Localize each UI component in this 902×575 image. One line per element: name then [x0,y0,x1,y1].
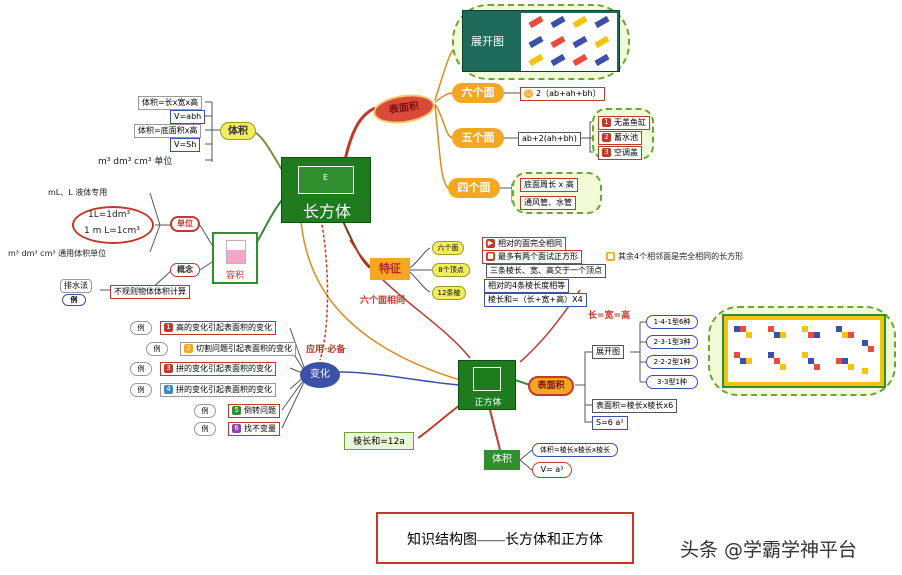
cube-edge-sum[interactable]: 棱长和=12a [344,432,414,450]
title-text: 知识结构图——长方体和正方体 [407,533,603,548]
beaker-icon [226,240,246,264]
net-type-1: 1-4-1型6种 [646,315,698,329]
surface-area-label: 表面积 [388,100,420,117]
features-face-item-1: ▶相对的面完全相同 [482,237,566,251]
six-faces-node[interactable]: 六个面 [452,83,504,103]
cube-surface-node[interactable]: 表面积 [528,376,574,396]
unfold-label: 展开图 [471,35,504,48]
change-label: 变化 [310,369,330,380]
change-example-4: 例 [130,383,152,397]
title-box: 知识结构图——长方体和正方体 [376,512,634,564]
center-label: 长方体 [302,204,351,221]
drain-example: 例 [62,294,86,306]
liquid-units: mL、L 液体专用 [48,188,108,197]
cube-surface-formula-2: S=6 a² [592,416,628,430]
center-node[interactable]: E 长方体 [281,157,371,223]
concept-node[interactable]: 概念 [170,263,200,277]
unfold-node[interactable]: 展开图 [462,10,620,72]
volume-units: m³ dm³ cm³ 单位 [98,157,173,167]
features-node[interactable]: 特征 [370,258,410,280]
features-edges[interactable]: 12条棱 [432,286,466,300]
features-vertices-item: 三条棱长、宽、高交于一个顶点 [486,264,606,278]
cube-volume-formula-1: 体积=棱长x棱长x棱长 [532,443,618,457]
smile-icon: ☺ [524,89,533,98]
cube-unfold-node[interactable]: 展开图 [592,345,624,359]
conversion-2: 1 m L=1cm³ [84,226,140,236]
volume-node[interactable]: 体积 [220,122,256,140]
unit-node[interactable]: 单位 [170,216,200,232]
volume-formula-1: 体积=长x宽x高 [138,96,203,110]
cube-surface-formula-1: 表面积=棱长x棱长x6 [592,399,678,413]
features-faces[interactable]: 六个面 [432,241,464,255]
six-faces-formula-text: 2（ab+ah+bh） [536,89,601,98]
change-example-1: 例 [130,321,152,335]
capacity-node[interactable]: 容积 [212,232,258,284]
net-type-2: 2-3-1型3种 [646,335,698,349]
cube-node[interactable]: 正方体 [458,360,516,410]
features-vertices[interactable]: 8个顶点 [432,263,470,277]
volume-formula-2: V=abh [170,110,206,124]
watermark: 头条 @学霸学神平台 [680,539,858,561]
cube-label: 正方体 [474,398,502,408]
four-faces-item-2: 通风管、水管 [520,196,576,210]
conversion-1: 1L=1dm³ [88,210,131,220]
change-example-3: 例 [130,362,152,376]
net-type-4: 3-3型1种 [646,375,698,389]
six-faces-same-label: 六个面相同 [360,296,406,306]
features-face-item-2: ■最多有两个面试正方形 [482,250,582,264]
five-faces-formula: ab+2(ah+bh) [518,132,581,146]
apply-label: 应用·必备 [306,345,346,355]
conversion-oval [72,206,154,244]
cube-nets-image [722,314,886,388]
six-faces-formula: ☺2（ab+ah+bh） [520,87,605,101]
volume-formula-3: 体积=底面积x高 [134,124,202,138]
change-cloud[interactable]: 变化 [300,362,340,388]
cuboid-face-letter: E [323,173,329,182]
cube-volume-formula-2: V= a³ [532,462,572,478]
drain-method: 排水法 [60,279,92,293]
shared-units: m³ dm³ cm³ 通用体积单位 [8,249,107,258]
cube-icon [473,367,501,391]
cuboid-nets-image [521,13,617,71]
change-example-2: 例 [146,342,168,356]
features-face-extra: ■其余4个相邻面是完全相同的长方形 [606,252,744,261]
cube-volume-node[interactable]: 体积 [484,450,520,470]
change-example-5: 例 [194,404,216,418]
irregular-volume: 不规则物体体积计算 [110,285,190,299]
four-faces-node[interactable]: 四个面 [448,178,500,198]
capacity-label: 容积 [225,271,244,281]
lwh-equal-label: 长=宽=高 [588,311,631,321]
net-type-3: 2-2-2型1种 [646,355,698,369]
cuboid-icon: E [298,166,354,194]
volume-formula-4: V=Sh [170,138,201,152]
change-example-6: 例 [194,422,216,436]
four-faces-item-1: 底面周长 x 高 [520,178,578,192]
features-edges-item-1: 相对的4条棱长度相等 [484,279,570,293]
features-edges-item-2: 棱长和=（长+宽+高）X4 [484,293,587,307]
five-faces-node[interactable]: 五个面 [452,128,504,148]
